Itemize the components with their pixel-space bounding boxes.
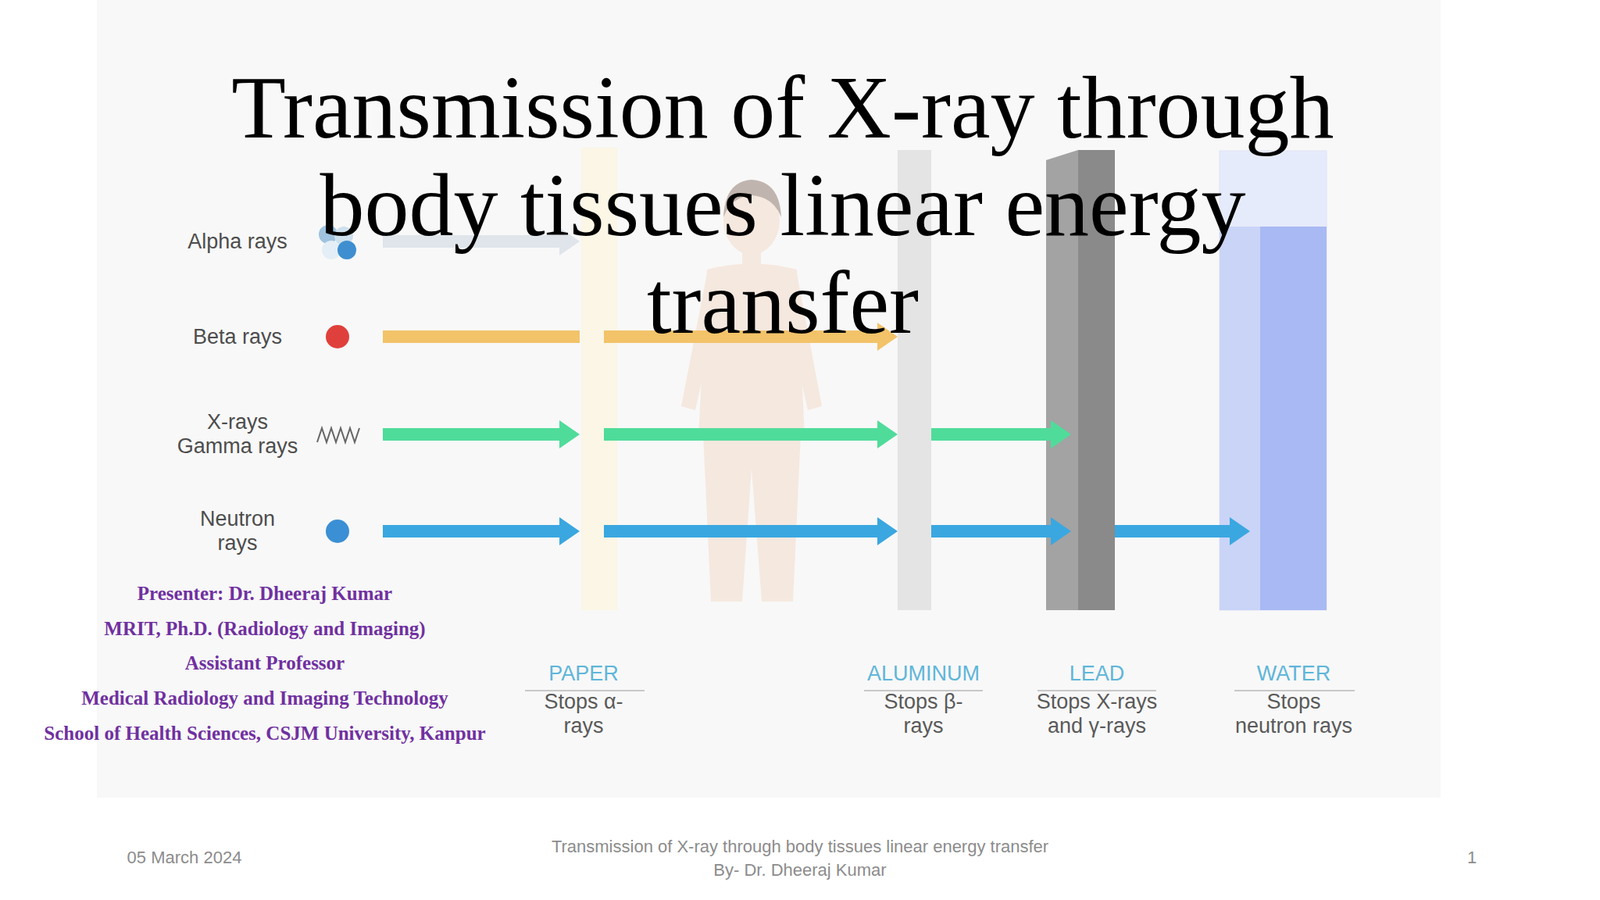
material-label: WATER (1223, 661, 1365, 686)
material-note: Stops X-rays and γ-rays (1032, 689, 1162, 739)
material-note: Stops neutron rays (1231, 689, 1357, 739)
material-note: Stops α-rays (532, 689, 635, 739)
water-side (1219, 226, 1261, 611)
neutron-arrow (382, 517, 1250, 546)
material-label: PAPER (513, 661, 654, 686)
neutron-particle (325, 519, 350, 543)
presenter-line: MRIT, Ph.D. (Radiology and Imaging) (7, 617, 523, 641)
ray-label: Beta rays (171, 325, 304, 350)
footer-text: Transmission of X-ray through body tissu… (550, 835, 1050, 883)
ray-label: Alpha rays (171, 229, 304, 254)
xray-arrow (382, 420, 1072, 449)
beta-particle (325, 325, 350, 349)
material-label: LEAD (1026, 661, 1168, 686)
water-fill (1260, 226, 1327, 611)
slide-number: 1 (1448, 846, 1496, 870)
material-label: ALUMINUM (853, 661, 994, 686)
slide-panel (96, 0, 1441, 798)
presenter-line: Presenter: Dr. Dheeraj Kumar (7, 582, 523, 606)
presenter-line: Medical Radiology and Imaging Technology (7, 686, 523, 711)
wave-symbol (317, 428, 360, 443)
ray-label: X-rays Gamma rays (171, 410, 304, 459)
material-note: Stops β-rays (872, 689, 975, 739)
footer-date: 05 March 2024 (98, 846, 271, 870)
presenter-line: School of Health Sciences, CSJM Universi… (7, 721, 523, 746)
ray-label: Neutron rays (190, 507, 285, 556)
slide-title: Transmission of X-ray through body tissu… (196, 58, 1369, 352)
presenter-line: Assistant Professor (7, 651, 523, 675)
